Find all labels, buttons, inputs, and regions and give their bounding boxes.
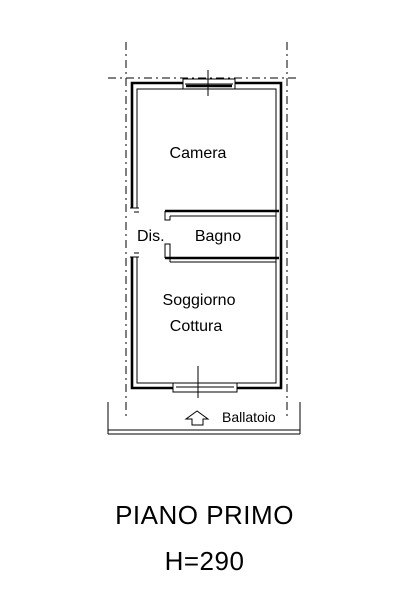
ballatoio-label: Ballatoio	[222, 409, 276, 425]
room-label-camera: Camera	[170, 145, 227, 162]
internal-walls	[130, 207, 279, 263]
room-label-cottura: Cottura	[170, 318, 223, 335]
property-lines	[108, 42, 300, 420]
room-label-soggiorno: Soggiorno	[163, 292, 236, 309]
room-label-bagno: Bagno	[195, 228, 241, 245]
top-window	[182, 70, 236, 96]
room-label-disimpegno: Dis.	[137, 228, 165, 245]
ceiling-height: H=290	[164, 546, 245, 576]
floor-name: PIANO PRIMO	[115, 500, 294, 530]
entrance-door	[172, 366, 238, 398]
outer-walls	[130, 81, 283, 390]
entrance-arrow-icon	[184, 410, 210, 426]
ballatoio-balcony	[107, 402, 301, 435]
